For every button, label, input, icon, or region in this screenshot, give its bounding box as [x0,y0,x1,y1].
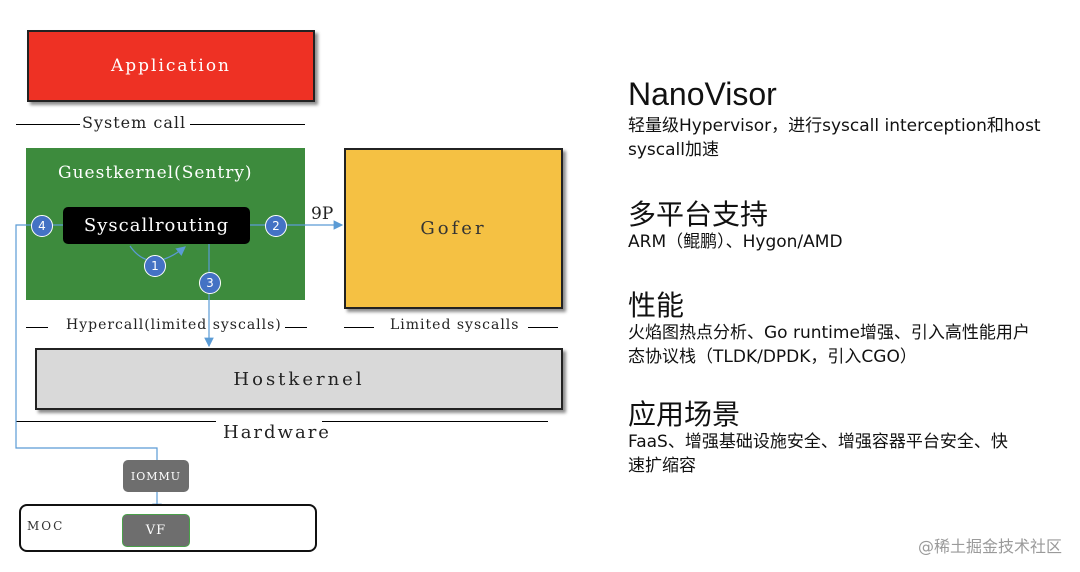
panel-title: NanoVisor [628,76,777,112]
hypercall-line-right [285,327,307,328]
section-heading-platforms: 多平台支持 [628,198,769,231]
iommu-label: IOMMU [130,469,182,483]
iommu-box: IOMMU [123,460,189,492]
step-4-marker: 4 [31,215,53,237]
hardware-line-right [322,421,548,422]
hypercall-label: Hypercall(limited syscalls) [66,317,282,333]
gofer-box: Gofer [344,148,563,309]
step-3-marker: 3 [199,272,221,294]
syscall-routing-label: Syscallrouting [83,215,230,236]
host-kernel-label: Hostkernel [233,368,365,390]
vf-box: VF [122,514,190,547]
hypercall-line-left [26,327,48,328]
hardware-label: Hardware [223,422,331,443]
moc-label: MOC [27,519,65,533]
limited-syscalls-label: Limited syscalls [390,317,520,333]
guest-kernel-label: Guestkernel(Sentry) [58,163,253,183]
panel-title-description: 轻量级Hypervisor，进行syscall interception和hos… [628,116,1041,160]
section-heading-use-cases: 应用场景 [628,398,741,431]
section-text-platforms: ARM（鲲鹏）、Hygon/AMD [628,232,843,252]
section-heading-performance: 性能 [628,289,685,322]
limited-line-left [344,327,374,328]
nine-p-label: 9P [311,204,334,224]
application-label: Application [110,56,232,76]
hardware-line-left [16,421,216,422]
system-call-line-left [16,124,80,125]
system-call-line-right [190,124,305,125]
watermark: @稀土掘金技术社区 [917,537,1062,556]
host-kernel-box: Hostkernel [35,348,563,410]
gofer-label: Gofer [420,218,487,239]
application-box: Application [27,30,315,102]
system-call-label: System call [82,113,187,132]
limited-line-right [528,327,558,328]
connector-lines [15,220,344,514]
step-2-marker: 2 [265,215,287,237]
section-text-performance: 火焰图热点分析、Go runtime增强、引入高性能用户态协议栈（TLDK/DP… [628,323,1030,367]
vf-label: VF [145,523,167,538]
syscall-routing-box: Syscallrouting [63,207,250,244]
section-text-use-cases: FaaS、增强基础设施安全、增强容器平台安全、快速扩缩容 [628,432,1008,476]
step-1-marker: 1 [144,255,166,277]
